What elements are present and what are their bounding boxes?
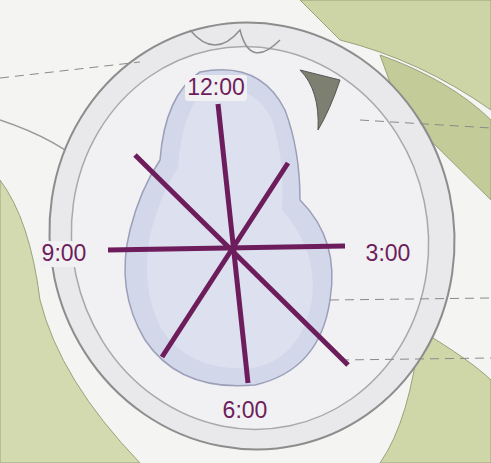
clock-label: 3:00 <box>364 241 413 266</box>
clock-label: 6:00 <box>221 398 270 423</box>
clock-label: 12:00 <box>185 75 247 100</box>
clock-lines <box>108 104 348 383</box>
capsule-rim <box>10 0 491 463</box>
recess <box>300 70 340 130</box>
dashed-lines <box>0 62 491 360</box>
labrum <box>36 13 464 463</box>
biceps-tendon <box>190 30 280 53</box>
clock-label: 9:00 <box>40 241 89 266</box>
glenoid-fossa <box>125 70 332 386</box>
